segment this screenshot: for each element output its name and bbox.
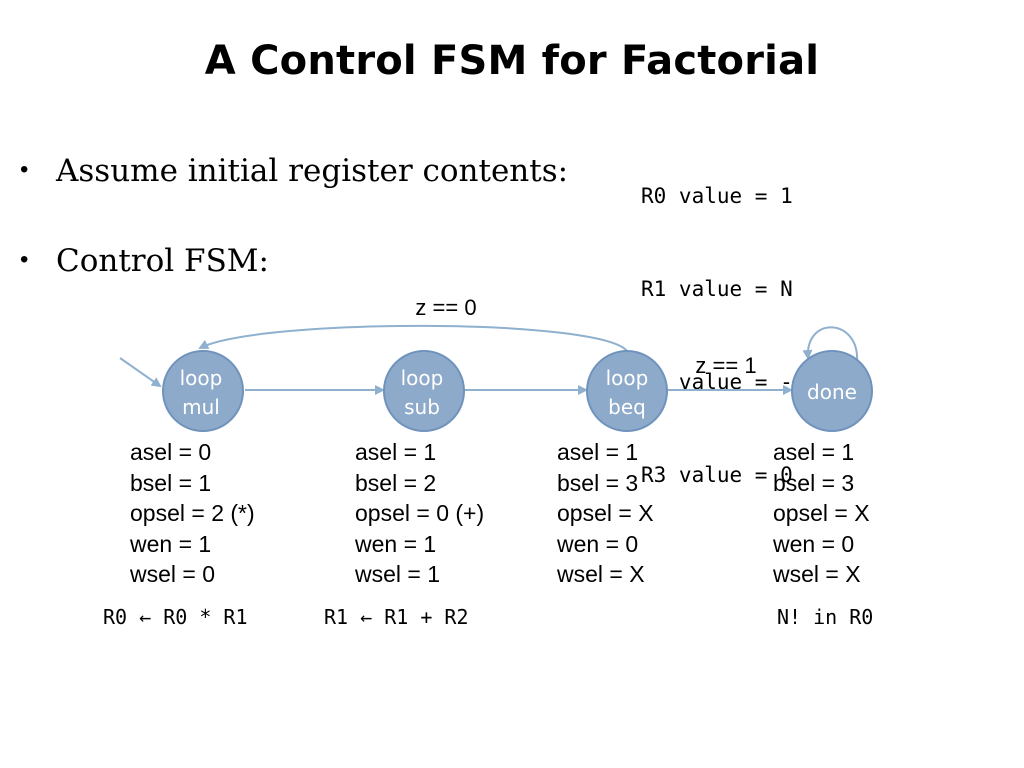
signal-wsel: wsel = 1 — [355, 561, 441, 588]
entry-arrow — [119, 357, 162, 388]
rtl-loop-mul: R0 ← R0 * R1 — [103, 605, 248, 629]
transition-label-z-zero: z == 0 — [415, 295, 476, 320]
signal-opsel: opsel = 0 (+) — [355, 500, 485, 527]
arrow-beq-to-mul — [198, 324, 628, 352]
signal-wsel: wsel = X — [773, 561, 861, 588]
bullet-dot-icon: • — [20, 156, 29, 183]
signal-asel: asel = 0 — [130, 439, 212, 465]
signal-wen: wen = 0 — [773, 530, 855, 557]
arrow-done-self-loop — [802, 326, 859, 363]
signal-bsel: bsel = 3 — [773, 469, 855, 496]
transition-label-z-one: z == 1 — [695, 353, 756, 378]
signals-done: asel = 1 bsel = 3 opsel = X wen = 0 wsel… — [773, 437, 870, 590]
signal-wen: wen = 0 — [557, 530, 639, 557]
state-loop-mul: loop mul — [162, 350, 244, 432]
bullet-assume-text: Assume initial register contents: — [56, 153, 569, 189]
bullet-control: • Control FSM: — [20, 243, 269, 279]
bullet-dot-icon: • — [20, 246, 29, 273]
register-r1: R1 value = N — [641, 277, 793, 301]
signal-bsel: bsel = 1 — [130, 469, 212, 496]
signal-asel: asel = 1 — [773, 439, 855, 465]
rtl-loop-sub: R1 ← R1 + R2 — [324, 605, 469, 629]
signal-opsel: opsel = 2 (*) — [130, 500, 255, 527]
state-loop-sub: loop sub — [383, 350, 465, 432]
signals-loop-mul: asel = 0 bsel = 1 opsel = 2 (*) wen = 1 … — [130, 437, 255, 590]
signals-loop-beq: asel = 1 bsel = 3 opsel = X wen = 0 wsel… — [557, 437, 654, 590]
signal-wsel: wsel = 0 — [130, 561, 216, 588]
register-r0: R0 value = 1 — [641, 184, 793, 208]
register-r3: R3 value = 0 — [641, 463, 793, 487]
state-loop-sub-line1: loop — [401, 366, 444, 390]
bullet-control-text: Control FSM: — [56, 243, 269, 279]
bullet-assume: • Assume initial register contents: — [20, 153, 568, 189]
signal-bsel: bsel = 3 — [557, 469, 639, 496]
state-loop-sub-line2: sub — [404, 395, 440, 419]
signal-wen: wen = 1 — [130, 530, 212, 557]
page-title: A Control FSM for Factorial — [204, 38, 820, 84]
signal-asel: asel = 1 — [557, 439, 639, 465]
state-loop-beq-line1: loop — [606, 366, 649, 390]
state-done: done — [791, 350, 873, 432]
signal-bsel: bsel = 2 — [355, 469, 437, 496]
signal-opsel: opsel = X — [773, 500, 870, 527]
state-loop-beq: loop beq — [586, 350, 668, 432]
state-loop-mul-line2: mul — [182, 395, 220, 419]
signals-loop-sub: asel = 1 bsel = 2 opsel = 0 (+) wen = 1 … — [355, 437, 484, 590]
state-done-label: done — [807, 380, 857, 404]
signal-wen: wen = 1 — [355, 530, 437, 557]
state-loop-beq-line2: beq — [608, 395, 646, 419]
signal-opsel: opsel = X — [557, 500, 654, 527]
signal-asel: asel = 1 — [355, 439, 437, 465]
rtl-done: N! in R0 — [777, 605, 874, 629]
state-loop-mul-line1: loop — [180, 366, 223, 390]
signal-wsel: wsel = X — [557, 561, 645, 588]
